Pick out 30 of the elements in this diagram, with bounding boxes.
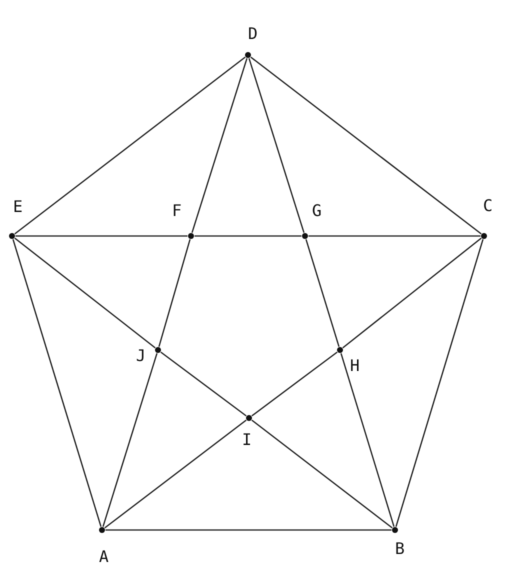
line-segment: [158, 239, 191, 347]
line-segment: [160, 352, 247, 416]
point-label: E: [13, 198, 23, 216]
line-segment: [14, 56, 246, 234]
line-segment: [248, 58, 305, 233]
point-label: A: [99, 548, 109, 566]
point-label: D: [248, 25, 258, 43]
line-segment: [308, 235, 480, 237]
point-label: H: [350, 357, 360, 375]
point-label: B: [395, 540, 405, 558]
line-segment: [305, 239, 340, 347]
line-segment: [191, 58, 248, 233]
line-segment: [104, 420, 247, 528]
line-segment: [194, 235, 302, 237]
point-label: I: [242, 431, 252, 449]
point-label: J: [136, 347, 146, 365]
line-segment: [16, 235, 188, 237]
line-segment: [340, 353, 395, 527]
line-segment: [395, 239, 484, 527]
line-segment: [102, 353, 158, 527]
line-segment: [250, 56, 482, 234]
line-segment: [251, 352, 338, 416]
line-segment: [106, 529, 392, 531]
line-segment: [14, 238, 156, 348]
point-label: F: [172, 202, 182, 220]
point-label: C: [483, 197, 493, 215]
point-label: G: [312, 202, 322, 220]
line-segment: [342, 238, 482, 348]
line-segment: [251, 420, 393, 528]
line-segment: [12, 239, 102, 527]
